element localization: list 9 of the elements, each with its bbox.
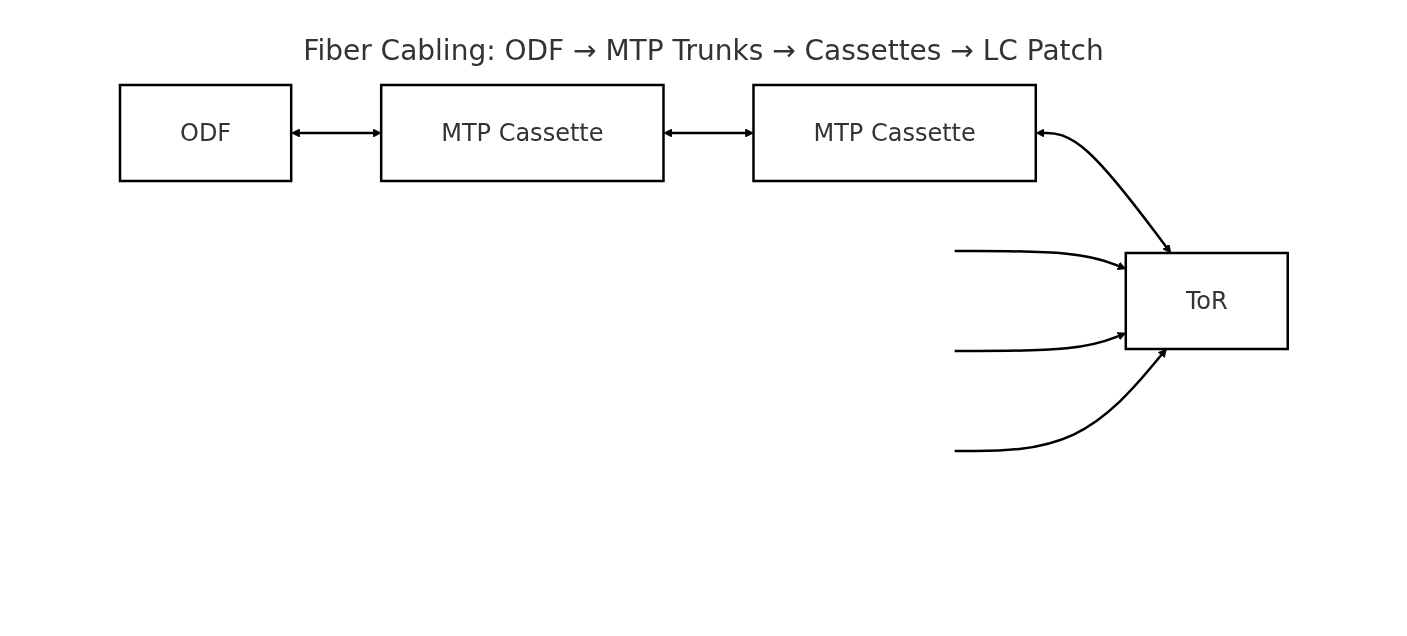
arrow	[954, 249, 1126, 271]
node-box: ToR	[1124, 251, 1289, 351]
node-box: ODF	[118, 83, 293, 183]
node-box: MTP Cassette	[379, 83, 665, 183]
node-box: MTP Cassette	[751, 83, 1037, 183]
diagram-title: Fiber Cabling: ODF → MTP Trunks → Cassettes → LC Patch	[302, 34, 1105, 67]
arrow	[1035, 128, 1171, 254]
arrow	[954, 331, 1126, 353]
arrow	[663, 128, 754, 138]
